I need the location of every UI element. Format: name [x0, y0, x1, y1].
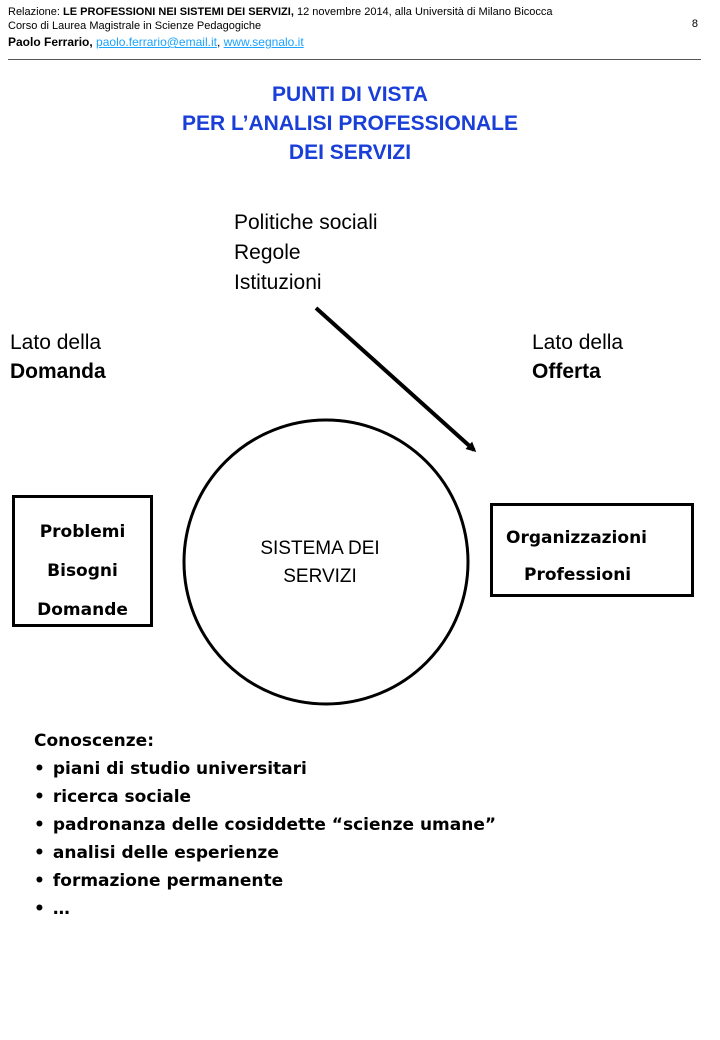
title-line-2: PER L’ANALISI PROFESSIONALE	[181, 112, 519, 135]
header-line-1: Relazione: LE PROFESSIONI NEI SISTEMI DE…	[8, 6, 553, 19]
page-title: PUNTI DI VISTA PER L’ANALISI PROFESSIONA…	[150, 80, 550, 167]
policy-arrow	[314, 306, 477, 453]
header-divider	[8, 59, 701, 60]
demand-box-item: Problemi	[39, 522, 126, 542]
knowledge-section: Conoscenze: piani di studio universitari…	[34, 727, 496, 923]
knowledge-item: piani di studio universitari	[34, 755, 496, 783]
policy-labels: Politiche sociali Regole Istituzioni	[234, 208, 378, 298]
header-date-venue: 12 novembre 2014, alla Università di Mil…	[293, 6, 553, 18]
services-system-line-1: SISTEMA DEI	[260, 538, 380, 559]
header-author-line: Paolo Ferrario, paolo.ferrario@email.it,…	[8, 36, 304, 49]
policy-line-3: Istituzioni	[234, 271, 322, 294]
offer-side-line-1: Lato della	[532, 331, 624, 354]
offer-box: Organizzazioni Professioni	[490, 503, 694, 597]
header-prefix: Relazione:	[8, 6, 64, 18]
services-system-line-2: SERVIZI	[283, 566, 357, 587]
page-number: 8	[691, 18, 698, 30]
knowledge-item: …	[34, 895, 496, 923]
demand-box-item: Domande	[37, 600, 128, 620]
header-course: Corso di Laurea Magistrale in Scienze Pe…	[8, 20, 262, 32]
demand-side-label: Lato della Domanda	[10, 328, 106, 386]
demand-side-line-1: Lato della	[10, 331, 102, 354]
demand-box-item: Bisogni	[47, 561, 118, 581]
demand-box: Problemi Bisogni Domande	[12, 495, 153, 627]
header-separator: ,	[216, 35, 221, 49]
knowledge-item: ricerca sociale	[34, 783, 496, 811]
policy-line-2: Regole	[234, 241, 301, 264]
demand-side-line-2: Domanda	[10, 360, 106, 383]
services-system-label: SISTEMA DEI SERVIZI	[220, 535, 420, 591]
knowledge-list: piani di studio universitari ricerca soc…	[34, 755, 496, 923]
offer-side-label: Lato della Offerta	[532, 328, 623, 386]
website-link[interactable]: www.segnalo.it	[223, 35, 304, 49]
policy-line-1: Politiche sociali	[234, 211, 378, 234]
knowledge-heading: Conoscenze:	[34, 731, 154, 751]
author-name: Paolo Ferrario,	[8, 35, 93, 49]
title-line-3: DEI SERVIZI	[288, 141, 412, 164]
knowledge-item: formazione permanente	[34, 867, 496, 895]
title-line-1: PUNTI DI VISTA	[272, 83, 428, 106]
header-report-title: LE PROFESSIONI NEI SISTEMI DEI SERVIZI,	[63, 6, 294, 18]
offer-box-item: Organizzazioni	[506, 528, 647, 548]
offer-box-item: Professioni	[524, 565, 632, 585]
knowledge-item: analisi delle esperienze	[34, 839, 496, 867]
offer-side-line-2: Offerta	[532, 360, 601, 383]
knowledge-item: padronanza delle cosiddette “scienze uma…	[34, 811, 496, 839]
author-email-link[interactable]: paolo.ferrario@email.it	[96, 35, 217, 49]
